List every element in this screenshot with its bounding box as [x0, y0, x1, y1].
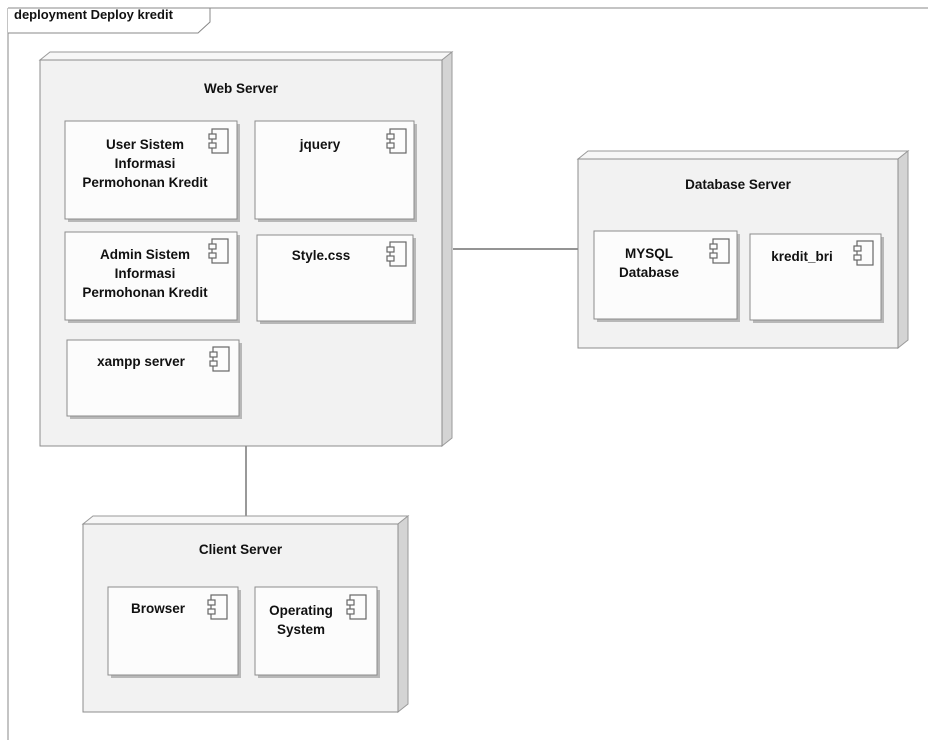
component-label-mysql-database: MYSQL Database [618, 246, 680, 280]
component-mysql-database[interactable] [593, 230, 740, 322]
node-title-database-server: Database Server [685, 177, 791, 192]
frame-title-tab [8, 7, 211, 34]
component-user-sistem[interactable] [64, 120, 240, 222]
component-label-kredit-bri: kredit_bri [771, 249, 833, 264]
component-label-admin-sistem: Admin Sistem Informasi Permohonan Kredit [82, 247, 208, 300]
component-label-operating-system: Operating System [269, 603, 333, 637]
frame-title: deployment Deploy kredit [14, 7, 173, 22]
component-jquery[interactable] [254, 120, 417, 222]
component-label-user-sistem: User Sistem Informasi Permohonan Kredit [82, 137, 208, 190]
node-title-web-server: Web Server [203, 81, 279, 96]
component-label-xampp-server: xampp server [97, 354, 185, 369]
component-browser[interactable] [107, 586, 241, 678]
component-admin-sistem[interactable] [64, 231, 240, 323]
component-label-jquery: jquery [299, 137, 341, 152]
component-style-css[interactable] [256, 234, 416, 324]
component-label-style-css: Style.css [291, 248, 351, 263]
component-operating-system[interactable] [254, 586, 380, 678]
component-xampp-server[interactable] [66, 339, 242, 419]
component-kredit-bri[interactable] [749, 233, 884, 323]
component-label-browser: Browser [130, 601, 186, 616]
diagram-frame [7, 7, 928, 740]
node-title-client-server: Client Server [198, 542, 283, 557]
